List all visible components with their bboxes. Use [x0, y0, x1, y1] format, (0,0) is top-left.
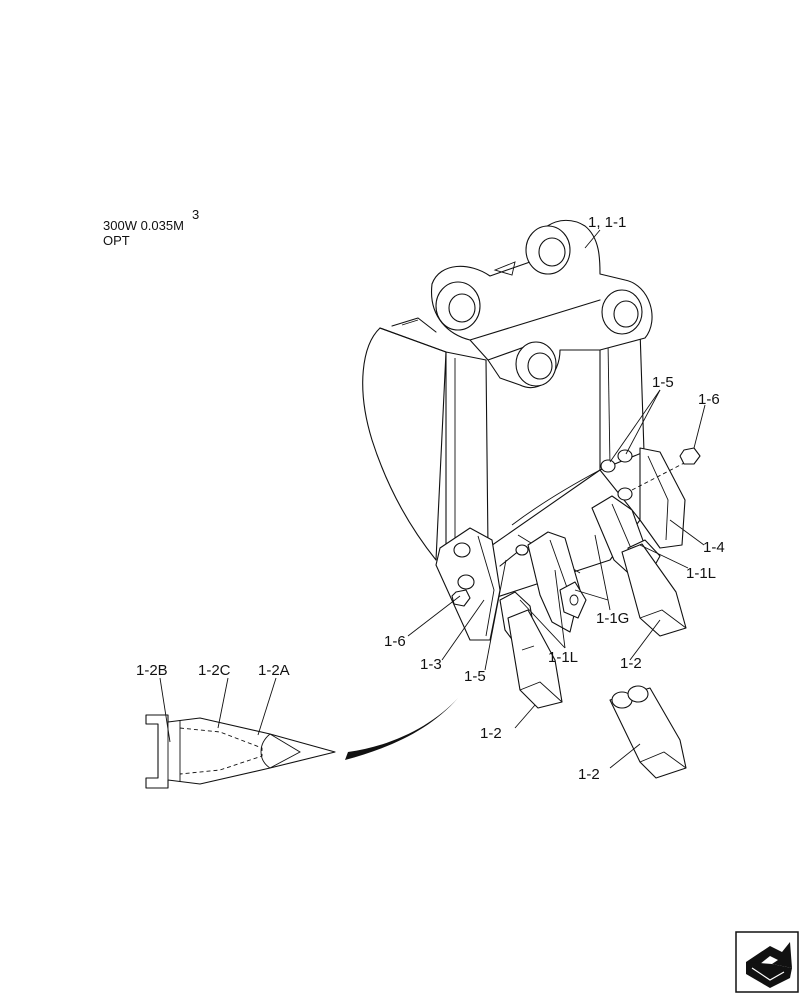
nut-right-icon: [679, 447, 701, 465]
bucket-side-shell: [362, 327, 447, 561]
callout-adapter-right: 1-1L: [686, 565, 716, 582]
callout-tooth-right: 1-2: [620, 655, 642, 672]
callout-tooth-detail-c: 1-2C: [198, 662, 231, 679]
callout-tooth-detail-a: 1-2A: [258, 662, 290, 679]
tooth-detached: [609, 685, 687, 779]
next-page-arrow-icon[interactable]: [735, 931, 799, 993]
tooth-center: [507, 609, 563, 709]
bolt-head-icon: [617, 487, 633, 501]
callout-adapter-guard: 1-1G: [596, 610, 629, 627]
model-superscript: 3: [192, 207, 199, 222]
nut-left-icon: [451, 589, 471, 607]
header: 300W 0.035M 3 OPT: [103, 207, 199, 248]
bucket-pin-bosses: [435, 225, 643, 387]
side-cutter-left: [435, 527, 529, 641]
callout-side-cutter-left: 1-3: [420, 656, 442, 673]
callout-adapter-center: 1-1L: [548, 649, 578, 666]
callout-tooth-detail-b: 1-2B: [136, 662, 168, 679]
bucket: [362, 219, 653, 601]
callout-nut-left: 1-6: [384, 633, 406, 650]
callout-tooth-detached: 1-2: [578, 766, 600, 783]
bucket-right-plate: [599, 329, 645, 471]
model-label: 300W 0.035M: [103, 218, 184, 233]
tooth-right: [621, 543, 687, 637]
leader-lines: [159, 229, 706, 769]
detail-pointer-icon: [345, 698, 458, 760]
adapter-center: [527, 531, 587, 633]
callout-tooth-center: 1-2: [480, 725, 502, 742]
callout-pin-left: 1-5: [464, 668, 486, 685]
callouts: 1, 1-1 1-5 1-6 1-4 1-1L 1-1G 1-1L 1-2 1-…: [136, 214, 725, 783]
option-label: OPT: [103, 233, 130, 248]
callout-side-cutter-right: 1-4: [703, 539, 725, 556]
tooth-detail: [145, 698, 458, 789]
bolt-head-icon: [600, 459, 616, 473]
bucket-back-plate: [445, 351, 489, 561]
callout-nut-top: 1-6: [698, 391, 720, 408]
callout-bucket: 1, 1-1: [588, 214, 626, 231]
pin-icon: [515, 544, 529, 556]
bolt-head-icon: [617, 449, 633, 463]
callout-pin-top: 1-5: [652, 374, 674, 391]
